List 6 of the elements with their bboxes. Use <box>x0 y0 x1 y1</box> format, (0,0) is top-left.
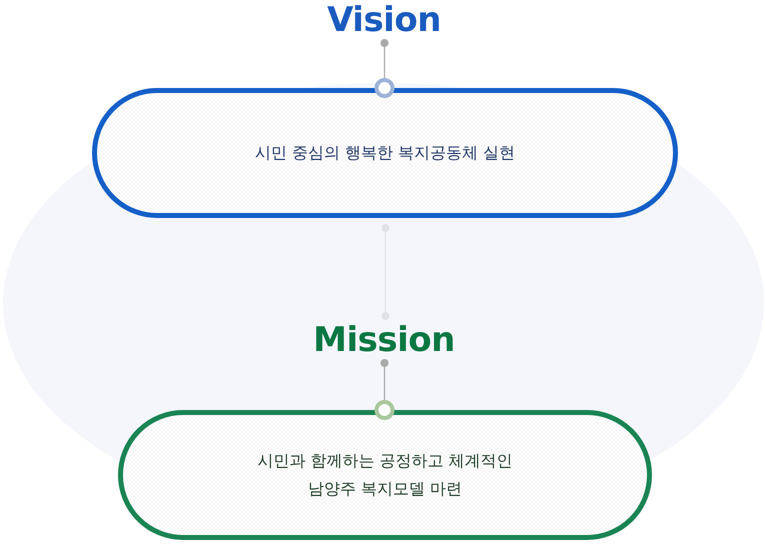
section-heading: Mission <box>274 320 494 360</box>
connector-line <box>374 359 394 420</box>
statement-text: 시민 중심의 행복한 복지공동체 실현 <box>254 142 516 164</box>
connector-line <box>374 39 394 98</box>
section-heading: Vision <box>274 0 494 40</box>
statement-text: 시민과 함께하는 공정하고 체계적인 남양주 복지모델 마련 <box>256 450 514 500</box>
